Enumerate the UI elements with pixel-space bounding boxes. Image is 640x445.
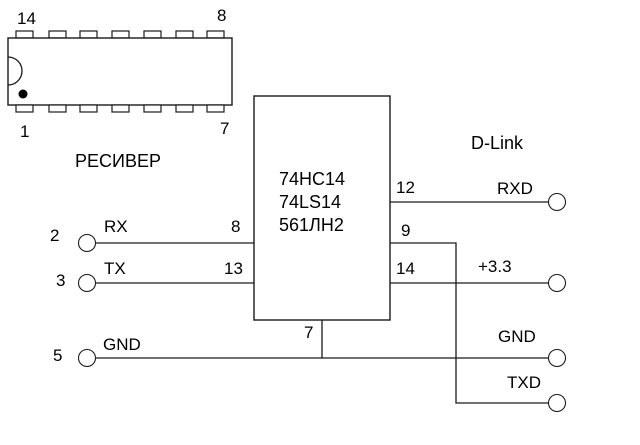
terminal-circle-icon[interactable] xyxy=(77,233,97,253)
terminal-circle-icon[interactable] xyxy=(547,273,567,293)
dlink-vcc-net: 14 +3.3 xyxy=(390,257,567,293)
dip-pin-pad xyxy=(206,104,225,113)
dip-notch-icon xyxy=(7,56,23,86)
inverter-ic: 74HC14 74LS14 561ЛН2 xyxy=(253,95,391,321)
dip-pin-pad xyxy=(15,30,34,39)
ic-part-number: 74LS14 xyxy=(279,192,341,212)
receiver-title: РЕСИВЕР xyxy=(75,151,161,171)
dip-pin-pad xyxy=(206,30,225,39)
terminal-circle-icon[interactable] xyxy=(547,393,567,413)
ic-pin-label: 7 xyxy=(304,323,313,342)
dip-pin-pad xyxy=(111,30,130,39)
dip-pin-pad xyxy=(48,30,67,39)
dip-pin-label-1: 1 xyxy=(20,122,29,141)
ic-part-number: 74HC14 xyxy=(279,169,345,189)
dip-pin-pad xyxy=(175,104,194,113)
dlink-rxd-net: 12 RXD xyxy=(390,178,567,212)
dip-pin-pad xyxy=(79,104,98,113)
dlink-txd-net: 9 TXD xyxy=(390,221,567,413)
dip-pin-pad xyxy=(175,30,194,39)
receiver-pin-number: 5 xyxy=(53,346,62,365)
receiver-pin-number: 2 xyxy=(50,226,59,245)
dip-pin-pad xyxy=(15,104,34,113)
dip-bottom-pins xyxy=(15,104,225,113)
dip-pin-label-7: 7 xyxy=(220,119,229,138)
receiver-signal-label: TX xyxy=(104,259,126,278)
ic-pin-label: 13 xyxy=(224,259,243,278)
receiver-tx-net: 3 TX 13 xyxy=(56,259,254,293)
receiver-signal-label: GND xyxy=(103,335,141,354)
terminal-circle-icon[interactable] xyxy=(77,273,97,293)
wire xyxy=(390,242,548,404)
dip-top-pins xyxy=(15,30,225,39)
ic-pin-label: 14 xyxy=(396,259,415,278)
dip-pin-label-8: 8 xyxy=(217,6,226,25)
ic-pin-label: 8 xyxy=(231,217,240,236)
terminal-circle-icon[interactable] xyxy=(547,348,567,368)
ic-pin-label: 12 xyxy=(396,178,415,197)
receiver-signal-label: RX xyxy=(104,217,128,236)
dlink-signal-label: GND xyxy=(498,327,536,346)
ic-part-number: 561ЛН2 xyxy=(279,215,344,235)
dlink-signal-label: TXD xyxy=(507,373,541,392)
receiver-pin-number: 3 xyxy=(56,271,65,290)
receiver-rx-net: 2 RX 8 xyxy=(50,217,254,253)
dlink-signal-label: +3.3 xyxy=(478,257,512,276)
dip-pin-pad xyxy=(48,104,67,113)
terminal-circle-icon[interactable] xyxy=(77,348,97,368)
dip-body xyxy=(7,37,233,106)
pin1-dot-icon xyxy=(18,89,28,99)
dip-pin-pad xyxy=(143,104,162,113)
dlink-title: D-Link xyxy=(471,133,524,153)
dip-pin-pad xyxy=(143,30,162,39)
dip-pin-label-14: 14 xyxy=(17,9,36,28)
dip-pin-pad xyxy=(111,104,130,113)
terminal-circle-icon[interactable] xyxy=(547,192,567,212)
ic-pin-label: 9 xyxy=(401,221,410,240)
dip-pin-pad xyxy=(79,30,98,39)
dlink-signal-label: RXD xyxy=(497,179,533,198)
gnd-net: 5 GND 7 GND xyxy=(53,320,567,368)
dip14-package: 14 8 1 7 xyxy=(7,6,233,141)
